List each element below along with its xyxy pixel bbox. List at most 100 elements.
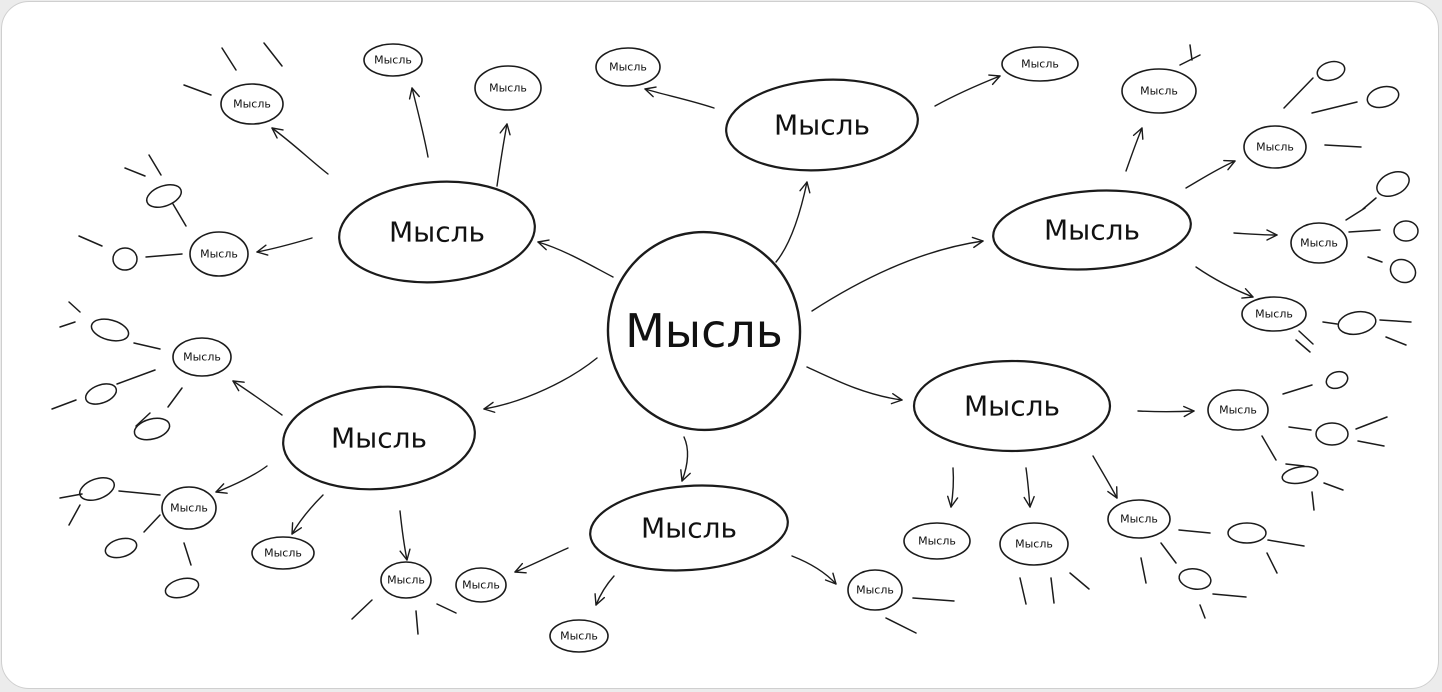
decor-bubble-17 [1227, 522, 1267, 544]
node-l3[interactable]: Мысль [363, 43, 423, 77]
node-label-l14: Мысль [387, 574, 425, 587]
node-shape-l15 [903, 522, 971, 560]
node-l21[interactable]: Мысль [847, 569, 903, 611]
node-b-right[interactable]: Мысль [991, 184, 1194, 276]
connector-arrow-b-lower-left-17 [215, 465, 268, 494]
connector-arrow-center-1 [537, 239, 614, 278]
node-l20[interactable]: Мысль [549, 619, 609, 653]
connector-arrow-b-upper-left-10 [271, 127, 329, 175]
decor-stroke-14 [135, 412, 151, 427]
connector-arrow-b-upper-left-8 [408, 87, 429, 158]
connector-arrow-b-lower-right-22 [1023, 467, 1035, 508]
decor-stroke-10 [133, 342, 161, 350]
decor-bubble-3 [1393, 220, 1419, 242]
connector-arrow-b-right-12 [1125, 127, 1144, 172]
decor-stroke-45 [1283, 77, 1314, 109]
connector-arrow-b-right-14 [1233, 229, 1278, 241]
connector-arrow-b-bottom-25 [594, 575, 615, 606]
node-shape-l7 [1121, 68, 1197, 114]
decor-stroke-44 [1179, 54, 1201, 66]
node-shape-l20 [549, 619, 609, 653]
node-label-l4: Мысль [489, 82, 527, 95]
node-l18[interactable]: Мысль [1107, 499, 1171, 539]
node-center[interactable]: Мысль [598, 223, 810, 440]
node-label-l7: Мысль [1140, 85, 1178, 98]
decor-stroke-1 [263, 42, 283, 67]
node-shape-l1 [595, 47, 661, 87]
node-l6[interactable]: Мысль [189, 231, 249, 277]
decor-stroke-26 [1140, 557, 1147, 584]
connector-arrow-b-lower-left-18 [291, 494, 324, 535]
node-l15[interactable]: Мысль [903, 522, 971, 560]
decor-stroke-11 [51, 399, 77, 410]
connector-arrow-b-right-13 [1185, 159, 1236, 189]
decor-stroke-23 [1019, 577, 1027, 605]
decor-stroke-15 [59, 493, 83, 499]
node-shape-l18 [1107, 499, 1171, 539]
decor-stroke-30 [1266, 552, 1278, 574]
node-l12[interactable]: Мысль [161, 486, 217, 530]
decor-stroke-46 [1311, 101, 1358, 114]
decor-stroke-40 [1311, 491, 1315, 511]
decor-bubble-16 [1281, 465, 1319, 485]
node-shape-l12 [161, 486, 217, 530]
node-l1[interactable]: Мысль [595, 47, 661, 87]
decor-stroke-34 [1288, 426, 1312, 431]
node-label-l13: Мысль [264, 547, 302, 560]
connector-arrow-b-bottom-26 [791, 555, 837, 585]
decor-stroke-8 [68, 301, 81, 313]
node-b-bottom[interactable]: Мысль [587, 479, 790, 577]
node-b-top[interactable]: Мысль [723, 73, 921, 176]
node-shape-center [606, 230, 802, 432]
decor-stroke-37 [1261, 435, 1277, 461]
node-l7[interactable]: Мысль [1121, 68, 1197, 114]
node-label-l2: Мысль [1021, 58, 1059, 71]
node-l5[interactable]: Мысль [220, 83, 284, 125]
node-l9[interactable]: Мысль [1290, 222, 1348, 264]
node-l19[interactable]: Мысль [455, 567, 507, 603]
decor-stroke-7 [145, 253, 183, 258]
decor-stroke-52 [1298, 330, 1314, 345]
node-b-upper-left[interactable]: Мысль [336, 175, 538, 288]
decor-stroke-17 [68, 504, 81, 526]
decor-bubble-1 [1366, 85, 1400, 109]
decor-bubble-8 [90, 318, 130, 342]
node-label-b-bottom: Мысль [641, 512, 737, 545]
node-b-lower-left[interactable]: Мысль [280, 380, 479, 495]
node-l14[interactable]: Мысль [380, 561, 432, 599]
node-label-l9: Мысль [1300, 237, 1338, 250]
decor-stroke-38 [1285, 463, 1305, 467]
node-shape-l14 [380, 561, 432, 599]
node-b-lower-right[interactable]: Мысль [912, 359, 1112, 453]
node-l13[interactable]: Мысль [251, 536, 315, 570]
decor-stroke-54 [1322, 321, 1338, 325]
decor-bubble-11 [78, 477, 116, 501]
connector-arrow-b-top-7 [934, 74, 1001, 107]
decor-stroke-33 [1282, 384, 1313, 395]
decor-stroke-56 [1385, 336, 1407, 346]
node-l4[interactable]: Мысль [474, 65, 542, 111]
decor-stroke-47 [1324, 144, 1362, 148]
decor-stroke-43 [1189, 44, 1193, 61]
decor-bubble-13 [164, 577, 200, 599]
decor-stroke-21 [415, 610, 419, 635]
node-l11[interactable]: Мысль [172, 337, 232, 377]
node-shape-l4 [474, 65, 542, 111]
connector-arrow-b-upper-left-11 [256, 237, 313, 256]
node-l16[interactable]: Мысль [999, 522, 1069, 566]
connector-arrow-b-right-15 [1195, 266, 1254, 299]
node-l2[interactable]: Мысль [1001, 46, 1079, 82]
decor-stroke-31 [1212, 593, 1247, 598]
node-shape-l11 [172, 337, 232, 377]
node-l8[interactable]: Мысль [1243, 125, 1307, 169]
node-shape-l13 [251, 536, 315, 570]
node-l10[interactable]: Мысль [1241, 296, 1307, 332]
node-l17[interactable]: Мысль [1207, 389, 1269, 431]
node-label-l20: Мысль [560, 630, 598, 643]
decor-stroke-29 [1267, 539, 1305, 547]
decor-bubble-10 [133, 417, 171, 441]
decor-stroke-28 [1178, 529, 1211, 534]
node-label-l10: Мысль [1255, 308, 1293, 321]
node-label-l17: Мысль [1219, 404, 1257, 417]
